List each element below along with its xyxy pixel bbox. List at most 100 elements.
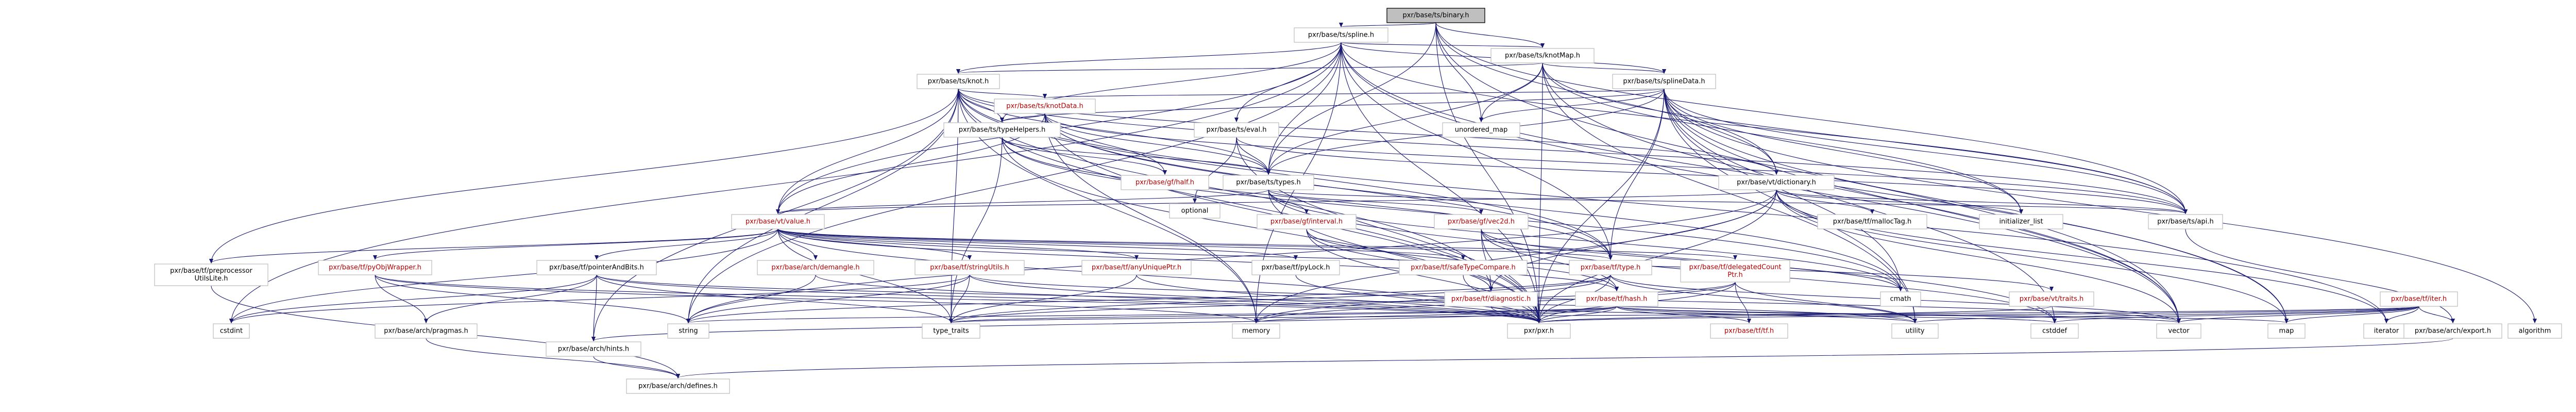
include-edge xyxy=(1610,274,1915,323)
node-demangle[interactable]: pxr/base/arch/demangle.h xyxy=(757,260,874,275)
include-edge xyxy=(1539,306,1617,323)
node-types[interactable]: pxr/base/ts/types.h xyxy=(1223,175,1314,190)
node-tf-hash[interactable]: pxr/base/tf/hash.h xyxy=(1575,291,1658,307)
include-edge xyxy=(1268,189,2185,213)
include-edge xyxy=(1539,306,2052,323)
node-box xyxy=(1575,291,1658,307)
node-box xyxy=(1710,323,1788,339)
include-edge xyxy=(1542,62,1915,323)
node-cstdint[interactable]: cstdint xyxy=(213,323,250,339)
include-edge xyxy=(1341,42,1543,47)
node-algorithm[interactable]: algorithm xyxy=(2507,323,2562,339)
node-string[interactable]: string xyxy=(667,323,709,339)
include-edge xyxy=(2386,306,2419,323)
node-defines[interactable]: pxr/base/arch/defines.h xyxy=(626,378,730,394)
node-label: pxr/base/ts/api.h xyxy=(2157,218,2214,226)
node-label: pxr/base/tf/pyLock.h xyxy=(1261,264,1330,272)
node-arch-export[interactable]: pxr/base/arch/export.h xyxy=(2403,323,2502,339)
node-eval[interactable]: pxr/base/ts/eval.h xyxy=(1194,122,1279,138)
node-vector[interactable]: vector xyxy=(2156,323,2201,339)
node-label: pxr/base/arch/demangle.h xyxy=(771,264,859,272)
node-box xyxy=(375,323,478,339)
node-box xyxy=(1251,260,1340,275)
node-box xyxy=(1223,175,1314,190)
node-label: pxr/base/tf/mallocTag.h xyxy=(1833,218,1911,226)
node-vt-value[interactable]: pxr/base/vt/value.h xyxy=(731,214,825,229)
node-box xyxy=(1490,48,1595,63)
node-label: pxr/base/ts/types.h xyxy=(1236,179,1300,187)
node-tf-type[interactable]: pxr/base/tf/type.h xyxy=(1569,260,1652,275)
node-any-unique-ptr[interactable]: pxr/base/tf/anyUniquePtr.h xyxy=(1081,260,1192,275)
node-pxr[interactable]: pxr/pxr.h xyxy=(1507,323,1571,339)
node-label: pxr/pxr.h xyxy=(1524,327,1554,335)
include-edge xyxy=(1664,88,2179,323)
node-gf-vec2d[interactable]: pxr/base/gf/vec2d.h xyxy=(1434,214,1529,229)
node-gf-interval[interactable]: pxr/base/gf/interval.h xyxy=(1257,214,1357,229)
node-cmath[interactable]: cmath xyxy=(1880,291,1921,307)
node-pointer-and-bits[interactable]: pxr/base/tf/pointerAndBits.h xyxy=(536,260,657,275)
include-edge xyxy=(2418,306,2453,323)
include-edge xyxy=(1306,228,1491,291)
node-type-helpers[interactable]: pxr/base/ts/typeHelpers.h xyxy=(943,122,1061,138)
node-box xyxy=(994,98,1096,114)
include-edge xyxy=(2055,306,2419,323)
include-edge xyxy=(1481,62,1543,122)
node-py-obj-wrapper[interactable]: pxr/base/tf/pyObjWrapper.h xyxy=(318,260,432,275)
node-box xyxy=(546,341,641,357)
include-edge xyxy=(1542,62,2185,213)
node-box xyxy=(757,260,874,275)
node-label: cmath xyxy=(1890,295,1911,303)
include-edge xyxy=(1435,22,2185,213)
node-type_traits[interactable]: type_traits xyxy=(922,323,980,339)
node-string-utils[interactable]: pxr/base/tf/stringUtils.h xyxy=(914,260,1025,275)
node-safe-type-compare[interactable]: pxr/base/tf/safeTypeCompare.h xyxy=(1399,260,1528,275)
node-box xyxy=(1294,27,1388,43)
node-map[interactable]: map xyxy=(2267,323,2306,339)
node-label: pxr/base/vt/dictionary.h xyxy=(1737,179,1816,187)
node-knot[interactable]: pxr/base/ts/knot.h xyxy=(917,74,1000,89)
node-tf-iter[interactable]: pxr/base/tf/iter.h xyxy=(2380,291,2458,307)
node-half[interactable]: pxr/base/gf/half.h xyxy=(1121,175,1209,190)
node-ts-api[interactable]: pxr/base/ts/api.h xyxy=(2148,214,2223,229)
node-box xyxy=(2403,323,2502,339)
include-edge xyxy=(1435,22,1539,323)
node-vt-dictionary[interactable]: pxr/base/vt/dictionary.h xyxy=(1718,175,1835,190)
include-edge xyxy=(951,274,1611,323)
node-label: initializer_list xyxy=(1999,218,2043,226)
include-edge xyxy=(596,274,1539,323)
include-edge xyxy=(1664,88,2055,323)
node-unordered_map[interactable]: unordered_map xyxy=(1442,122,1520,138)
node-malloc-tag[interactable]: pxr/base/tf/mallocTag.h xyxy=(1817,214,1927,229)
node-label: pxr/base/tf/diagnostic.h xyxy=(1451,295,1531,303)
node-knot-map[interactable]: pxr/base/ts/knotMap.h xyxy=(1490,48,1595,63)
node-spline[interactable]: pxr/base/ts/spline.h xyxy=(1294,27,1388,43)
node-hints[interactable]: pxr/base/arch/hints.h xyxy=(546,341,641,357)
node-utility[interactable]: utility xyxy=(1891,323,1939,339)
node-py-lock[interactable]: pxr/base/tf/pyLock.h xyxy=(1251,260,1340,275)
include-edge xyxy=(375,228,778,259)
node-memory[interactable]: memory xyxy=(1232,323,1280,339)
node-iterator[interactable]: iterator xyxy=(2363,323,2410,339)
include-edge xyxy=(951,282,1736,323)
node-vt-traits[interactable]: pxr/base/vt/traits.h xyxy=(2009,291,2094,307)
include-edge xyxy=(1776,189,2185,213)
node-knot-data[interactable]: pxr/base/ts/knotData.h xyxy=(994,98,1096,114)
node-spline-data[interactable]: pxr/base/ts/splineData.h xyxy=(1612,74,1716,89)
include-edge xyxy=(1341,42,1539,323)
include-edge xyxy=(1664,88,1901,291)
include-edge xyxy=(1435,22,2179,323)
include-edge xyxy=(594,306,1617,341)
include-edge xyxy=(1045,88,1665,98)
node-diagnostic[interactable]: pxr/base/tf/diagnostic.h xyxy=(1444,291,1538,307)
node-optional[interactable]: optional xyxy=(1169,203,1221,219)
node-pragmas[interactable]: pxr/base/arch/pragmas.h xyxy=(375,323,478,339)
include-edge xyxy=(777,228,1137,259)
node-cstddef[interactable]: cstddef xyxy=(2030,323,2079,339)
node-box xyxy=(2009,291,2094,307)
node-box xyxy=(1718,175,1835,190)
node-tf-tf[interactable]: pxr/base/tf/tf.h xyxy=(1710,323,1788,339)
node-initializer_list[interactable]: initializer_list xyxy=(1979,214,2063,229)
node-label: pxr/base/tf/tf.h xyxy=(1724,327,1774,335)
